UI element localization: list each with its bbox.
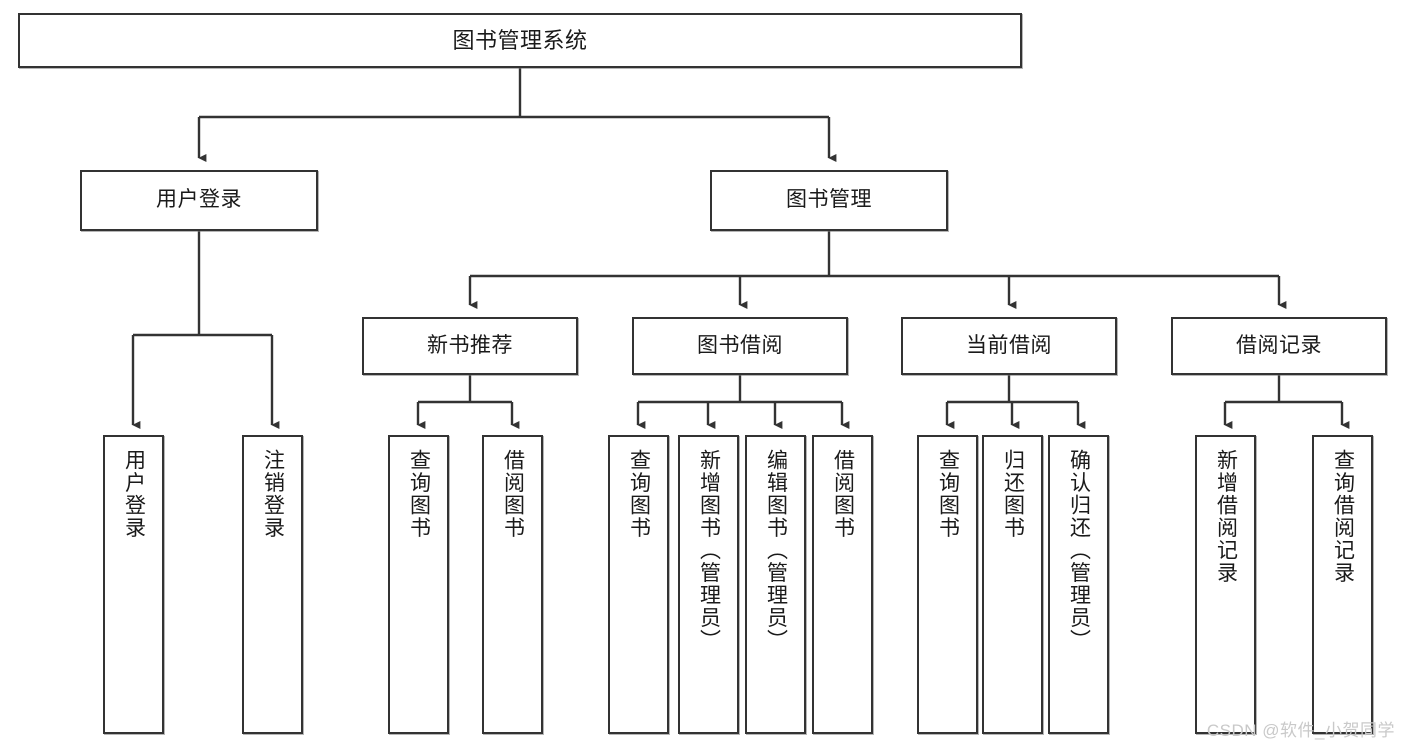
leaf-borrow-book-new-recommend[interactable]: 借阅图书 [482,435,543,734]
node-label: 新增借阅记录 [1214,449,1238,584]
node-label: 借阅图书 [831,449,855,539]
node-label: 查询图书 [936,449,960,539]
leaf-return-book[interactable]: 归还图书 [982,435,1043,734]
csdn-watermark: CSDN @软件_小贺同学 [1206,721,1395,740]
node-label: 用户登录 [156,188,242,212]
node-label: 借阅图书 [501,449,525,539]
leaf-confirm-return-admin[interactable]: 确认归还（管理员） [1048,435,1109,734]
node-label: 新增图书（管理员） [697,449,721,652]
leaf-query-book-current[interactable]: 查询图书 [917,435,978,734]
node-label: 图书管理系统 [452,27,588,53]
node-book-borrow[interactable]: 图书借阅 [632,317,848,375]
node-borrow-record[interactable]: 借阅记录 [1171,317,1387,375]
node-label: 当前借阅 [966,333,1052,357]
leaf-edit-book-admin[interactable]: 编辑图书（管理员） [745,435,806,734]
node-label: 编辑图书（管理员） [764,449,788,652]
leaf-query-book-borrow[interactable]: 查询图书 [608,435,669,734]
node-book-management[interactable]: 图书管理 [710,170,948,231]
node-label: 确认归还（管理员） [1067,449,1091,652]
node-label: 查询图书 [627,449,651,539]
leaf-user-logout[interactable]: 注销登录 [242,435,303,734]
node-new-book-recommend[interactable]: 新书推荐 [362,317,578,375]
node-label: 借阅记录 [1236,333,1322,357]
node-root-library-management-system[interactable]: 图书管理系统 [18,13,1022,68]
node-current-borrow[interactable]: 当前借阅 [901,317,1117,375]
node-label: 新书推荐 [427,333,513,357]
node-label: 图书管理 [786,188,872,212]
leaf-add-book-admin[interactable]: 新增图书（管理员） [678,435,739,734]
leaf-query-borrow-record[interactable]: 查询借阅记录 [1312,435,1373,734]
node-label: 查询图书 [407,449,431,539]
node-label: 注销登录 [261,449,285,539]
leaf-borrow-book-borrow[interactable]: 借阅图书 [812,435,873,734]
node-label: 查询借阅记录 [1331,449,1355,584]
node-label: 用户登录 [122,449,146,539]
node-user-login[interactable]: 用户登录 [80,170,318,231]
leaf-user-login[interactable]: 用户登录 [103,435,164,734]
node-label: 归还图书 [1001,449,1025,539]
leaf-add-borrow-record[interactable]: 新增借阅记录 [1195,435,1256,734]
leaf-query-book-new-recommend[interactable]: 查询图书 [388,435,449,734]
node-label: 图书借阅 [697,333,783,357]
